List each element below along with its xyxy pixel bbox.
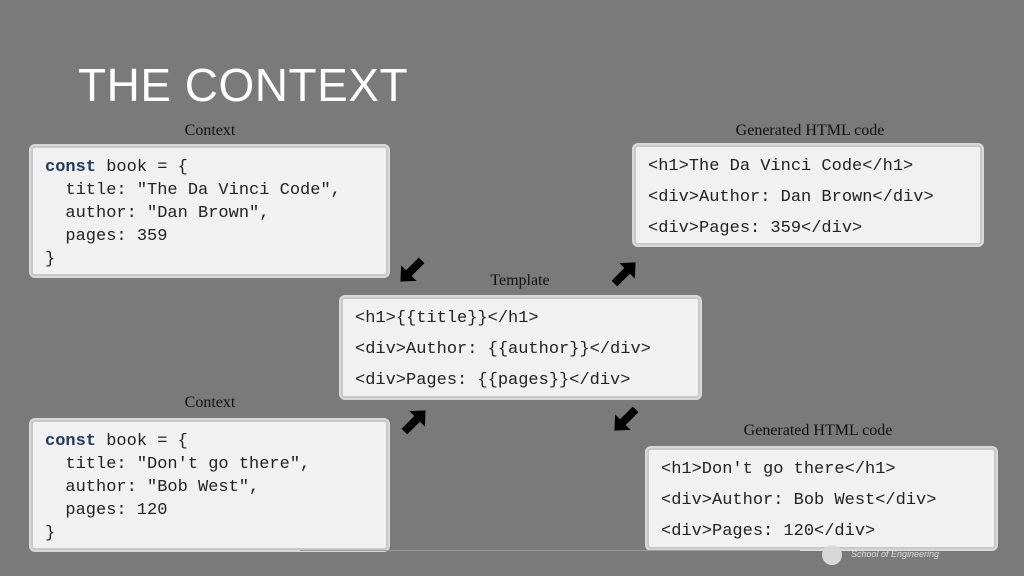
- code-line: pages: 359: [45, 227, 168, 246]
- template-line: <div>Pages: {{pages}}</div>: [355, 371, 631, 390]
- code-keyword: const: [45, 432, 97, 451]
- code-text: book = {: [96, 432, 188, 451]
- html-line: <h1>The Da Vinci Code</h1>: [648, 157, 914, 176]
- code-line: const book = {: [45, 156, 374, 179]
- arrow-up-right-icon: [401, 410, 426, 435]
- code-line: title: "The Da Vinci Code",: [45, 181, 341, 200]
- code-keyword: const: [45, 158, 97, 177]
- code-line: author: "Dan Brown",: [45, 204, 270, 223]
- code-text: book = {: [96, 158, 188, 177]
- context-bottom-box: const book = { title: "Don't go there", …: [31, 420, 388, 550]
- html-line: <div>Author: Bob West</div>: [661, 491, 937, 510]
- arrow-down-right-icon: [400, 257, 425, 282]
- template-box: <h1>{{title}}</h1> <div>Author: {{author…: [341, 297, 700, 398]
- generated-top-caption: Generated HTML code: [735, 122, 885, 139]
- footer-text: School of Engineering: [851, 549, 940, 559]
- school-logo-icon: [822, 545, 842, 565]
- code-line: }: [45, 250, 56, 269]
- template-caption: Template: [490, 272, 550, 289]
- html-line: <h1>Don't go there</h1>: [661, 460, 896, 479]
- code-line: const book = {: [45, 430, 374, 453]
- template-line: <div>Author: {{author}}</div>: [355, 340, 651, 359]
- code-line: pages: 120: [45, 501, 168, 520]
- context-top-box: const book = { title: "The Da Vinci Code…: [31, 146, 388, 276]
- context-bottom-caption: Context: [184, 394, 236, 411]
- arrow-up-right-icon: [611, 262, 636, 287]
- template-line: <h1>{{title}}</h1>: [355, 309, 539, 328]
- html-line: <div>Author: Dan Brown</div>: [648, 188, 934, 207]
- context-top-caption: Context: [184, 122, 236, 139]
- code-line: }: [45, 524, 56, 543]
- arrow-down-right-icon: [614, 406, 639, 431]
- code-line: title: "Don't go there",: [45, 455, 311, 474]
- footer-divider: [300, 550, 800, 551]
- slide-title: THE CONTEXT: [78, 59, 409, 111]
- code-line: author: "Bob West",: [45, 478, 260, 497]
- generated-bottom-caption: Generated HTML code: [743, 422, 893, 439]
- generated-top-box: <h1>The Da Vinci Code</h1> <div>Author: …: [634, 145, 982, 245]
- html-line: <div>Pages: 359</div>: [648, 219, 863, 238]
- generated-bottom-box: <h1>Don't go there</h1> <div>Author: Bob…: [647, 448, 996, 549]
- html-line: <div>Pages: 120</div>: [661, 522, 876, 541]
